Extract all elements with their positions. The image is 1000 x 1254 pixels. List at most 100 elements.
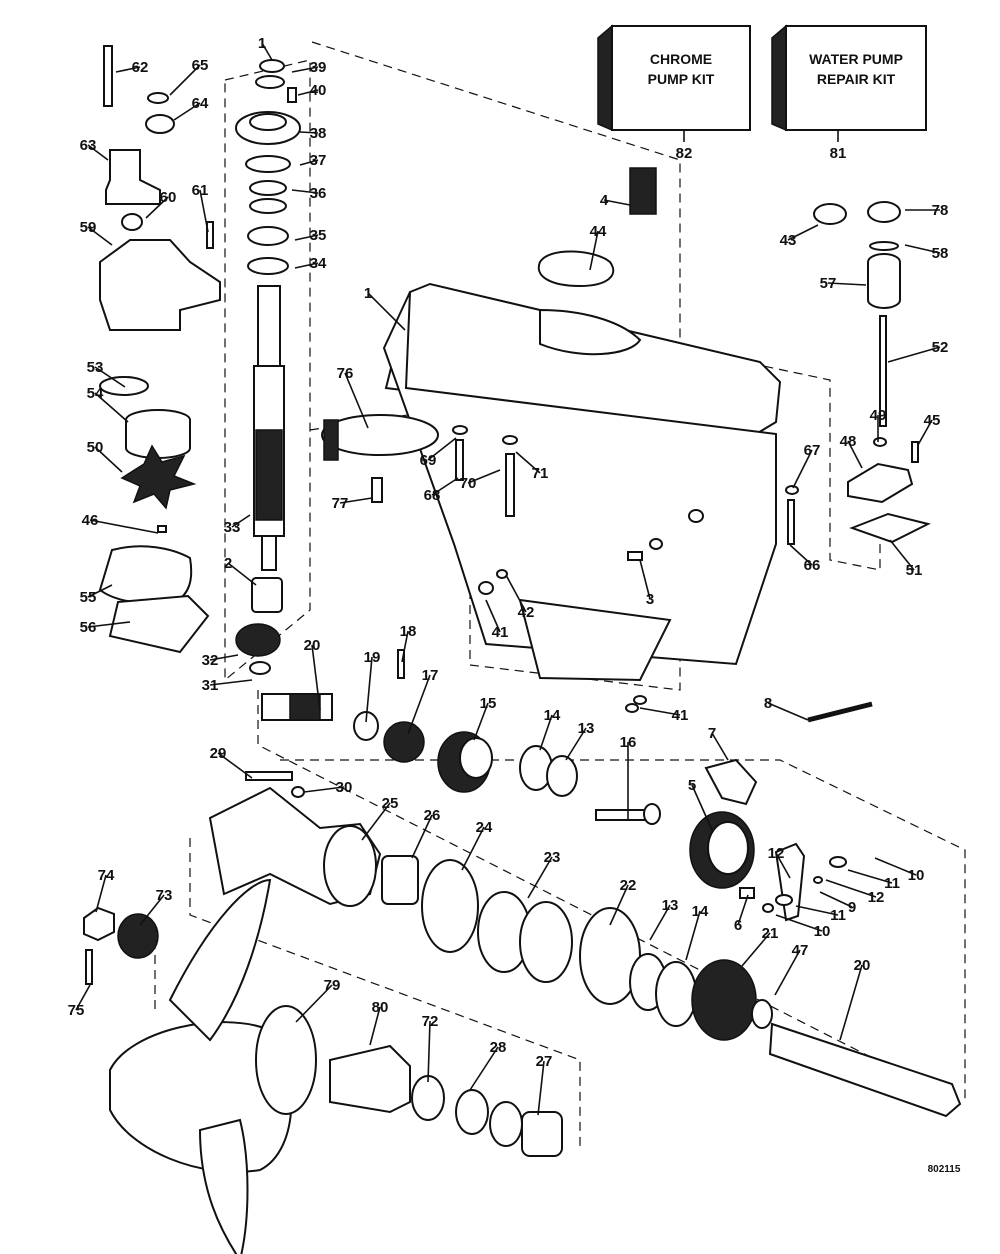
- leader-line-5: [691, 784, 713, 831]
- boot-57: [867, 253, 901, 309]
- callout-72: 72: [422, 1013, 439, 1030]
- callout-46: 46: [82, 512, 99, 529]
- callout-11: 11: [830, 907, 846, 924]
- callout-62: 62: [132, 59, 149, 76]
- driveshaft-group-outline: [224, 59, 311, 682]
- leader-line-57: [827, 282, 867, 286]
- grille-4: [629, 167, 657, 215]
- leader-line-74: [95, 874, 107, 913]
- leader-line-8: [767, 702, 809, 721]
- callout-73: 73: [156, 887, 173, 904]
- leader-line-12: [775, 852, 791, 879]
- spacer-73: [117, 913, 159, 959]
- callout-63: 63: [80, 137, 97, 154]
- seal-64: [145, 114, 175, 134]
- leader-line-10: [874, 857, 917, 876]
- callout-6: 6: [734, 917, 742, 934]
- seal-39-top: [259, 59, 285, 73]
- repair-kit-label-line2: REPAIR KIT: [817, 71, 896, 87]
- callout-43: 43: [780, 232, 797, 249]
- gasket-55: [98, 545, 193, 605]
- screw-29: [245, 771, 293, 781]
- callout-10: 10: [814, 923, 831, 940]
- callout-21: 21: [762, 925, 779, 942]
- retaining-ring-23b: [519, 901, 573, 983]
- callout-71: 71: [532, 465, 549, 482]
- leader-line-59: [87, 226, 113, 246]
- callout-70: 70: [460, 475, 477, 492]
- spring-10: [829, 856, 847, 868]
- callout-10: 10: [908, 867, 925, 884]
- leader-line-45: [917, 419, 933, 446]
- chrome-kit-label-line1: CHROME: [650, 51, 712, 67]
- leader-line-65: [169, 64, 201, 96]
- leader-line-17: [407, 674, 431, 735]
- driveshaft-stack: [235, 59, 301, 675]
- callout-16: 16: [620, 734, 637, 751]
- callout-56: 56: [80, 619, 97, 636]
- callout-29: 29: [210, 745, 227, 762]
- leader-line-60: [145, 196, 169, 219]
- leader-line-37: [299, 159, 319, 166]
- leader-line-10: [775, 914, 823, 932]
- callout-58: 58: [932, 245, 949, 262]
- callout-30: 30: [336, 779, 353, 796]
- callout-44: 44: [590, 223, 607, 240]
- callout-52: 52: [932, 339, 949, 356]
- callout-38: 38: [310, 125, 327, 142]
- callout-12: 12: [868, 889, 885, 906]
- leader-line-51: [889, 539, 915, 571]
- bearing-housing-row: [208, 786, 962, 1118]
- propeller-blade-top: [168, 878, 272, 1042]
- leader-line-25: [361, 802, 391, 841]
- leader-line-73: [139, 894, 165, 926]
- callout-80: 80: [372, 999, 389, 1016]
- washer-47: [751, 999, 773, 1029]
- leader-line-68: [431, 477, 459, 496]
- callout-35: 35: [310, 227, 327, 244]
- callout-24: 24: [476, 819, 493, 836]
- callout-11: 11: [884, 875, 900, 892]
- leader-line-41: [485, 599, 501, 633]
- seal-39-lower: [255, 75, 285, 89]
- washer-36a: [249, 180, 287, 196]
- leader-line-58: [904, 244, 941, 254]
- leader-line-54: [94, 392, 129, 423]
- repair-kit-box-side: [771, 24, 787, 132]
- leader-line-36: [291, 189, 319, 194]
- callout-18: 18: [400, 623, 417, 640]
- seal-28a: [455, 1089, 489, 1135]
- callout-32: 32: [202, 652, 219, 669]
- callout-69: 69: [420, 452, 437, 469]
- callout-65: 65: [192, 57, 209, 74]
- callout-41: 41: [492, 624, 509, 641]
- bearing-27: [521, 1111, 563, 1157]
- callout-53: 53: [87, 359, 104, 376]
- callout-78: 78: [932, 202, 949, 219]
- leader-line-20: [311, 644, 321, 711]
- callout-61: 61: [192, 182, 209, 199]
- callout-51: 51: [906, 562, 923, 579]
- leader-line-30: [303, 786, 345, 793]
- spring-12: [775, 894, 793, 906]
- o-ring-24: [421, 859, 479, 953]
- leader-line-76: [344, 372, 369, 429]
- callout-55: 55: [80, 589, 97, 606]
- leader-line-13: [649, 904, 671, 941]
- bolt-62: [103, 45, 113, 107]
- bearing-34: [247, 257, 289, 275]
- leader-line-71: [515, 451, 541, 474]
- leader-line-38: [299, 131, 319, 134]
- callout-15: 15: [480, 695, 497, 712]
- screw-68: [455, 439, 464, 481]
- clutch-17: [383, 721, 425, 763]
- callout-28: 28: [490, 1039, 507, 1056]
- leader-line-9: [819, 891, 853, 908]
- impeller-50: [120, 444, 197, 510]
- leader-line-70: [467, 469, 501, 484]
- callout-75: 75: [68, 1002, 85, 1019]
- leader-line-2: [227, 562, 257, 586]
- gasket-44: [537, 250, 615, 288]
- water-pump-assembly: [98, 45, 221, 654]
